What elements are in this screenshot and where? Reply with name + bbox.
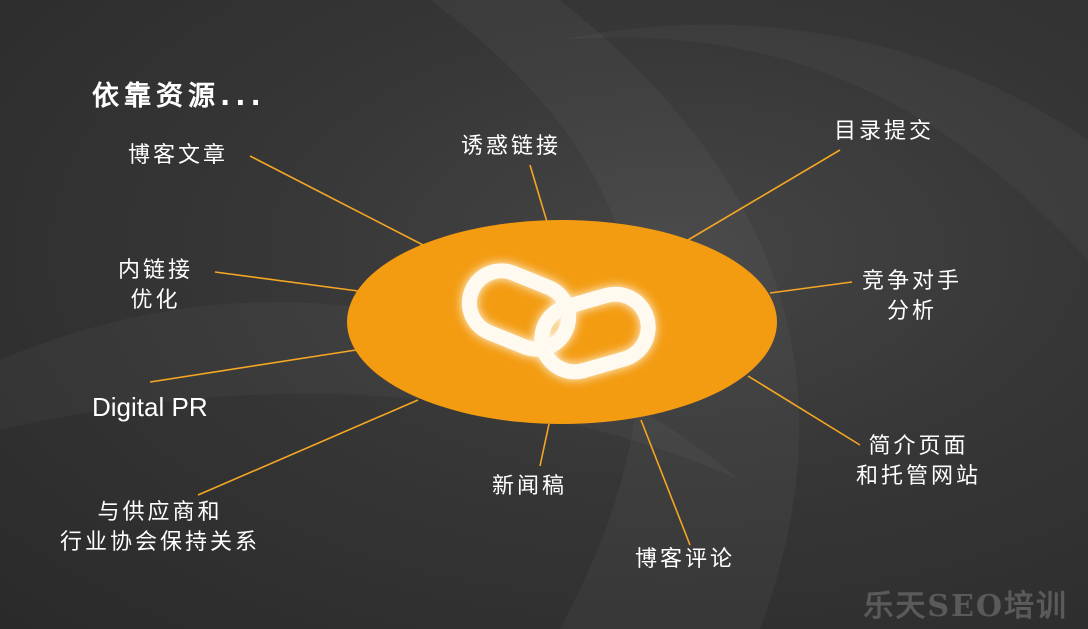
connector-blog-article: [249, 155, 426, 247]
connector-lure-links: [529, 164, 548, 223]
node-directory-submit: 目录提交: [834, 119, 935, 144]
connector-blog-comment: [640, 419, 691, 546]
connector-competitor: [769, 281, 853, 294]
link-chain-icon: [461, 263, 656, 380]
node-competitor-line2: 分析: [887, 299, 938, 324]
node-competitor: 竞争对手 分析: [862, 267, 962, 327]
connector-profile: [747, 375, 861, 446]
node-supplier: 与供应商和 行业协会保持关系: [60, 498, 260, 558]
node-internal-link-line2: 优化: [130, 288, 181, 313]
node-profile-line1: 简介页面: [868, 434, 969, 459]
node-press-release: 新闻稿: [492, 474, 568, 499]
connector-digital-pr: [149, 349, 357, 383]
node-digital-pr: Digital PR: [92, 392, 208, 422]
node-profile-line2: 和托管网站: [856, 464, 982, 489]
connector-directory-submit: [687, 149, 841, 241]
connector-press-release: [539, 423, 550, 467]
node-supplier-line1: 与供应商和: [97, 500, 223, 525]
watermark: 乐天SEO培训: [863, 589, 1068, 624]
connector-supplier: [197, 399, 419, 496]
node-internal-link-line1: 内链接: [118, 258, 194, 283]
connector-internal-link: [214, 271, 359, 292]
node-internal-link: 内链接 优化: [118, 256, 193, 316]
node-competitor-line1: 竞争对手: [862, 269, 963, 294]
heading: 依靠资源...: [92, 81, 266, 112]
node-lure-links: 诱惑链接: [461, 134, 562, 159]
node-supplier-line2: 行业协会保持关系: [60, 530, 261, 555]
node-blog-article: 博客文章: [128, 143, 229, 168]
node-blog-comment: 博客评论: [635, 547, 736, 572]
node-profile: 简介页面 和托管网站: [856, 432, 981, 492]
